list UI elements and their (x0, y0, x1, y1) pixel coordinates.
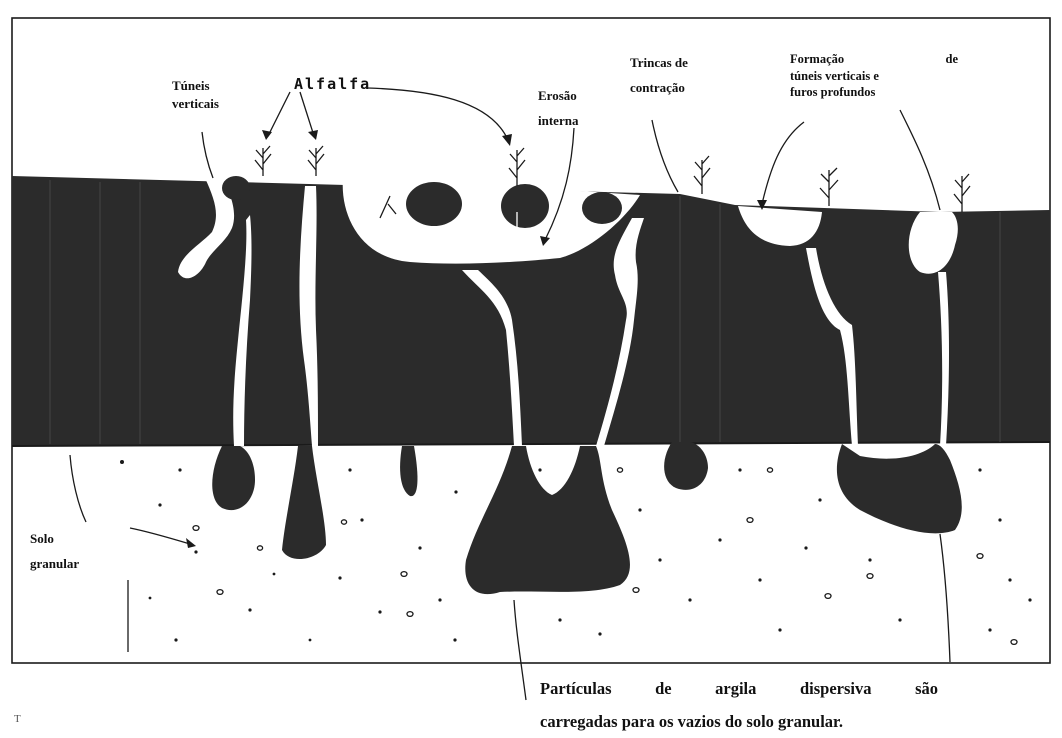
caption-line-1: Partículas de argila dispersiva são (540, 672, 938, 705)
leader-particulas-2 (940, 534, 950, 662)
caption-particulas: Partículas de argila dispersiva são carr… (540, 672, 938, 738)
label-tuneis-line-1: Túneis (172, 77, 219, 95)
arrow-formacao-2 (900, 110, 940, 210)
alfalfa-plant-5 (820, 168, 838, 206)
arrow-trincas (652, 120, 678, 192)
intrusion-6 (837, 444, 962, 533)
alfalfa-plant-4 (694, 156, 710, 194)
blob-3 (582, 192, 622, 224)
label-tuneis-verticais: Túneis verticais (172, 77, 219, 112)
arrow-solo-2 (130, 528, 190, 544)
arrowhead-alfalfa-mid (308, 130, 318, 140)
arrow-alfalfa-mid (300, 92, 314, 136)
label-trincas-line-2: contração (630, 76, 688, 101)
arrow-formacao-1 (762, 122, 804, 204)
intrusion-4 (465, 446, 630, 594)
label-solo-line-2: granular (30, 552, 79, 577)
arrow-alfalfa-right (368, 88, 508, 140)
label-solo-granular: Solo granular (30, 527, 79, 576)
label-erosao-line-2: interna (538, 109, 578, 134)
blob-2 (501, 184, 549, 228)
label-formacao-tuneis: Formação de túneis verticais e furos pro… (790, 51, 958, 101)
intrusion-5 (664, 442, 708, 490)
arrowhead-alfalfa-right (502, 134, 512, 146)
label-erosao-line-1: Erosão (538, 84, 578, 109)
label-trincas-de-contracao: Trincas de contração (630, 51, 688, 100)
intrusion-2 (282, 446, 326, 559)
arrowhead-solo (186, 538, 196, 548)
arrow-tuneis (202, 132, 213, 178)
label-tuneis-line-2: verticais (172, 95, 219, 113)
label-formacao-line-1: Formação de (790, 51, 958, 68)
intrusion-3 (400, 446, 417, 496)
caption-line-2: carregadas para os vazios do solo granul… (540, 705, 938, 738)
label-trincas-line-1: Trincas de (630, 51, 688, 76)
alfalfa-plant-6 (954, 174, 970, 212)
label-formacao-line-3: furos profundos (790, 84, 958, 101)
alfalfa-plant-1 (255, 146, 271, 176)
label-alfalfa: Alfalfa (294, 74, 371, 94)
leader-particulas-1 (514, 600, 526, 700)
blob-1 (406, 182, 462, 226)
arrow-solo-1 (70, 455, 86, 522)
alfalfa-plant-2 (308, 146, 324, 176)
label-formacao-line-2: túneis verticais e (790, 68, 958, 85)
clay-intrusions (212, 442, 962, 594)
blob-4 (222, 176, 250, 200)
alfalfa-plant-3 (509, 148, 525, 186)
label-erosao-interna: Erosão interna (538, 84, 578, 133)
corner-mark: T (14, 712, 21, 727)
arrow-alfalfa-left (268, 92, 290, 136)
label-solo-line-1: Solo (30, 527, 79, 552)
intrusion-1 (212, 446, 255, 510)
